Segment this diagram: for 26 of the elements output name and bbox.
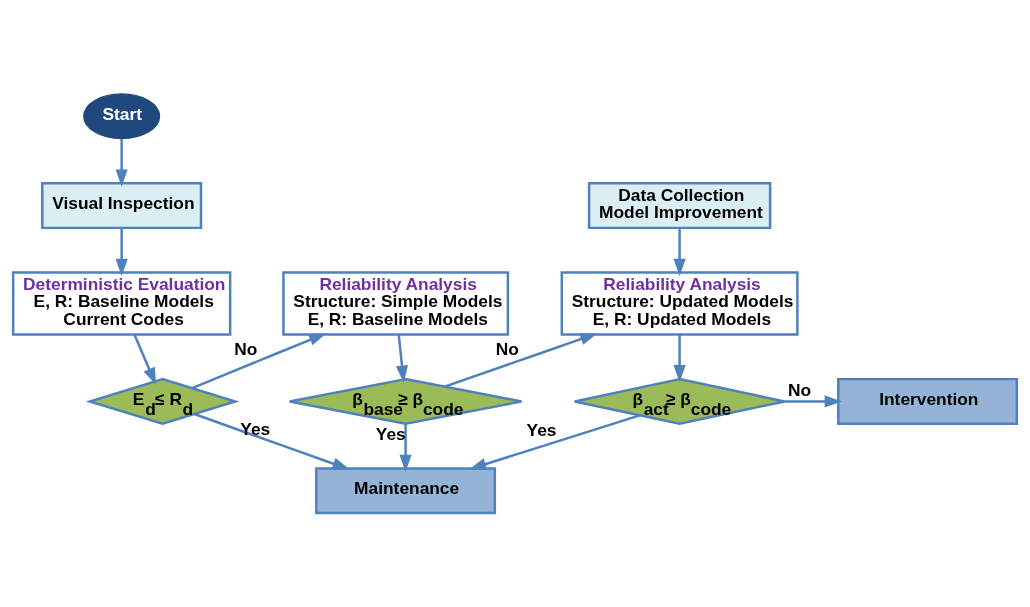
arrow (191, 333, 327, 390)
arrow (395, 334, 409, 383)
edge-label: No (234, 339, 258, 360)
arrow (133, 334, 157, 386)
node-box: Visual Inspection (41, 182, 203, 230)
node-ellipse: Start (83, 93, 161, 140)
arrow (399, 424, 412, 473)
edge-label: No (495, 338, 519, 359)
edge-label: No (788, 379, 812, 400)
node-box: Reliability Analysis Structure: Simple Models E, R: Baseline Models (282, 271, 510, 336)
node-box: Reliability Analysis Structure: Updated Models E, R: Updated Models (560, 271, 799, 336)
edge-label: Yes (526, 419, 557, 440)
arrow (673, 334, 686, 383)
arrow (444, 333, 598, 388)
arrow (673, 228, 686, 277)
edge-label: Yes (375, 424, 406, 445)
node-box: Intervention (837, 377, 1019, 425)
node-box: Data Collection Model Improvement (587, 182, 772, 230)
node-box: Maintenance (315, 467, 497, 515)
arrow (115, 228, 128, 277)
arrow (115, 138, 128, 187)
arrow (193, 412, 350, 470)
edge-label: Yes (240, 419, 271, 440)
arrow (784, 395, 843, 408)
arrow (468, 414, 641, 470)
node-box: Deterministic Evaluation E, R: Baseline Models Current Codes (11, 271, 232, 336)
